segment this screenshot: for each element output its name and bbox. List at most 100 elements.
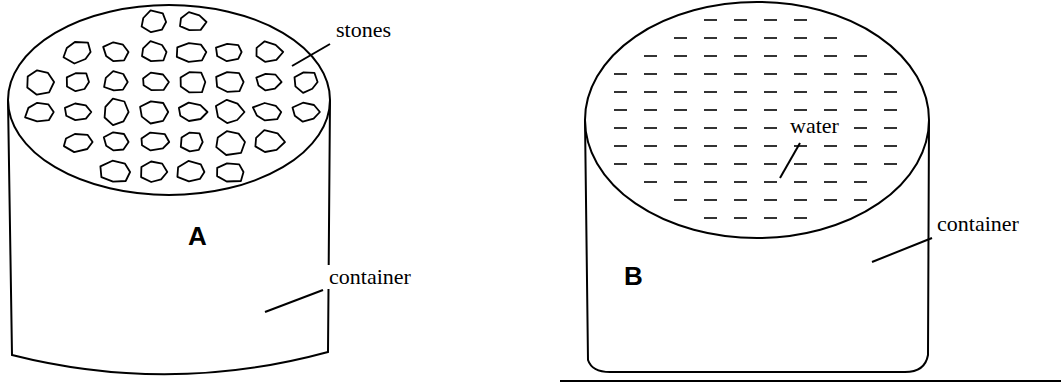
leader-line	[265, 290, 323, 312]
water-dash	[884, 91, 897, 93]
stone	[216, 44, 242, 61]
water-dash	[764, 73, 777, 75]
stone	[181, 72, 206, 92]
water-dash	[884, 163, 897, 165]
water-dash	[794, 181, 807, 183]
water-texture	[614, 20, 897, 218]
water-dash	[644, 91, 657, 93]
water-dash	[794, 73, 807, 75]
water-dash	[674, 127, 687, 129]
water-dash	[794, 163, 807, 165]
water-dash	[704, 73, 717, 75]
water-dash	[614, 91, 627, 93]
stone	[27, 70, 54, 94]
stone	[142, 10, 167, 32]
water-dash	[854, 199, 867, 201]
water-dash	[734, 217, 747, 219]
water-dash	[854, 73, 867, 75]
water-dash	[674, 37, 687, 39]
stone	[100, 161, 130, 182]
water-dash	[674, 199, 687, 201]
stone	[217, 163, 243, 181]
water-dash	[794, 199, 807, 201]
water-dash	[704, 91, 717, 93]
water-dash	[704, 145, 717, 147]
water-dash	[824, 109, 837, 111]
water-dash	[764, 145, 777, 147]
stone	[142, 133, 170, 151]
container-a-body	[8, 100, 330, 374]
stone	[293, 103, 320, 122]
part-label: water	[788, 114, 841, 138]
stone	[104, 71, 128, 90]
stone	[64, 134, 93, 152]
water-dash	[854, 181, 867, 183]
stone	[181, 133, 203, 152]
water-dash	[764, 199, 777, 201]
leader-line	[872, 238, 932, 262]
container-b-top	[585, 2, 929, 238]
water-dash	[734, 199, 747, 201]
water-dash	[764, 37, 777, 39]
stone	[67, 73, 89, 91]
water-dash	[824, 91, 837, 93]
water-dash	[824, 199, 837, 201]
water-dash	[644, 181, 657, 183]
stone	[295, 72, 318, 93]
leader-line	[292, 44, 330, 66]
water-dash	[674, 55, 687, 57]
stone	[253, 103, 281, 120]
water-dash	[854, 55, 867, 57]
water-dash	[734, 55, 747, 57]
container-a-top	[8, 5, 330, 195]
water-dash	[794, 91, 807, 93]
water-dash	[764, 181, 777, 183]
stone	[179, 103, 208, 121]
stone	[143, 73, 169, 91]
water-dash	[764, 19, 777, 21]
water-dash	[614, 145, 627, 147]
stones-texture	[25, 10, 320, 182]
water-dash	[644, 163, 657, 165]
water-dash	[854, 109, 867, 111]
water-dash	[674, 91, 687, 93]
stone	[177, 43, 207, 62]
water-dash	[734, 19, 747, 21]
container-letter: A	[186, 222, 209, 251]
water-dash	[704, 19, 717, 21]
water-dash	[734, 145, 747, 147]
stone	[105, 99, 129, 126]
water-dash	[824, 55, 837, 57]
water-dash	[644, 145, 657, 147]
water-dash	[854, 91, 867, 93]
water-dash	[824, 181, 837, 183]
water-dash	[704, 163, 717, 165]
water-dash	[824, 145, 837, 147]
water-dash	[734, 109, 747, 111]
water-dash	[644, 55, 657, 57]
water-dash	[734, 181, 747, 183]
water-dash	[734, 163, 747, 165]
water-dash	[794, 109, 807, 111]
stone	[257, 41, 284, 62]
stone	[180, 12, 207, 30]
water-dash	[704, 127, 717, 129]
water-dash	[794, 217, 807, 219]
water-dash	[734, 73, 747, 75]
water-dash	[674, 163, 687, 165]
water-dash	[794, 37, 807, 39]
water-dash	[704, 55, 717, 57]
stone	[65, 104, 91, 121]
container-letter: B	[622, 262, 645, 291]
stone	[64, 42, 91, 64]
water-dash	[884, 127, 897, 129]
stone	[104, 132, 129, 150]
stone	[25, 103, 54, 122]
water-dash	[764, 217, 777, 219]
stone	[256, 74, 281, 91]
stone	[103, 42, 128, 61]
stone	[140, 101, 168, 123]
water-dash	[794, 145, 807, 147]
part-label: container	[935, 212, 1021, 236]
leader-line	[780, 143, 800, 178]
